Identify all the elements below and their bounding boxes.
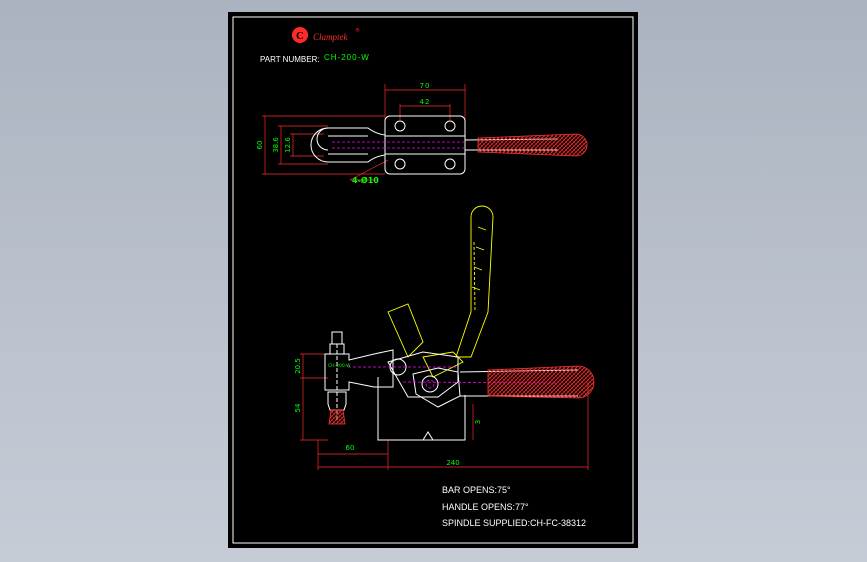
dim-inner: 38.6 <box>272 137 280 153</box>
note-spindle: SPINDLE SUPPLIED:CH-FC-38312 <box>442 518 586 528</box>
dim-total: 240 <box>446 459 459 467</box>
part-number-value: CH-200-W <box>324 53 370 62</box>
dim-height: 60 <box>256 141 264 150</box>
dim-side-height: 54 <box>294 403 302 412</box>
dim-hole-spacing: 42 <box>420 98 431 106</box>
drawing-canvas: C Clamptek ® PART NUMBER: CH-200-W 70 <box>232 16 634 544</box>
dim-base: 60 <box>346 444 355 452</box>
dim-width: 70 <box>420 82 431 90</box>
part-number-label: PART NUMBER: <box>260 55 320 64</box>
brand-initial: C <box>296 30 304 42</box>
note-handle-opens: HANDLE OPENS:77° <box>442 502 529 512</box>
top-grip <box>477 133 588 157</box>
brand-logo: C Clamptek ® <box>292 27 360 43</box>
drawing-frame <box>232 16 634 544</box>
top-view: 70 42 60 38.6 12.6 4-Ø10 <box>256 82 588 185</box>
side-grip <box>487 365 595 399</box>
drawing-sheet: C Clamptek ® PART NUMBER: CH-200-W 70 <box>228 12 638 548</box>
brand-mark: ® <box>355 27 360 34</box>
note-bar-opens: BAR OPENS:75° <box>442 485 511 495</box>
spindle-label: CH-200-W <box>328 363 351 369</box>
dim-slot: 12.6 <box>284 137 292 153</box>
side-view: 20.5 54 60 240 3 CH- <box>294 205 595 470</box>
spindle-tip <box>328 409 346 425</box>
dim-upper: 20.5 <box>294 358 302 374</box>
brand-name: Clamptek <box>313 32 348 42</box>
dim-gap: 3 <box>474 420 482 424</box>
hole-callout: 4-Ø10 <box>352 175 379 185</box>
notes: BAR OPENS:75° HANDLE OPENS:77° SPINDLE S… <box>442 485 586 528</box>
